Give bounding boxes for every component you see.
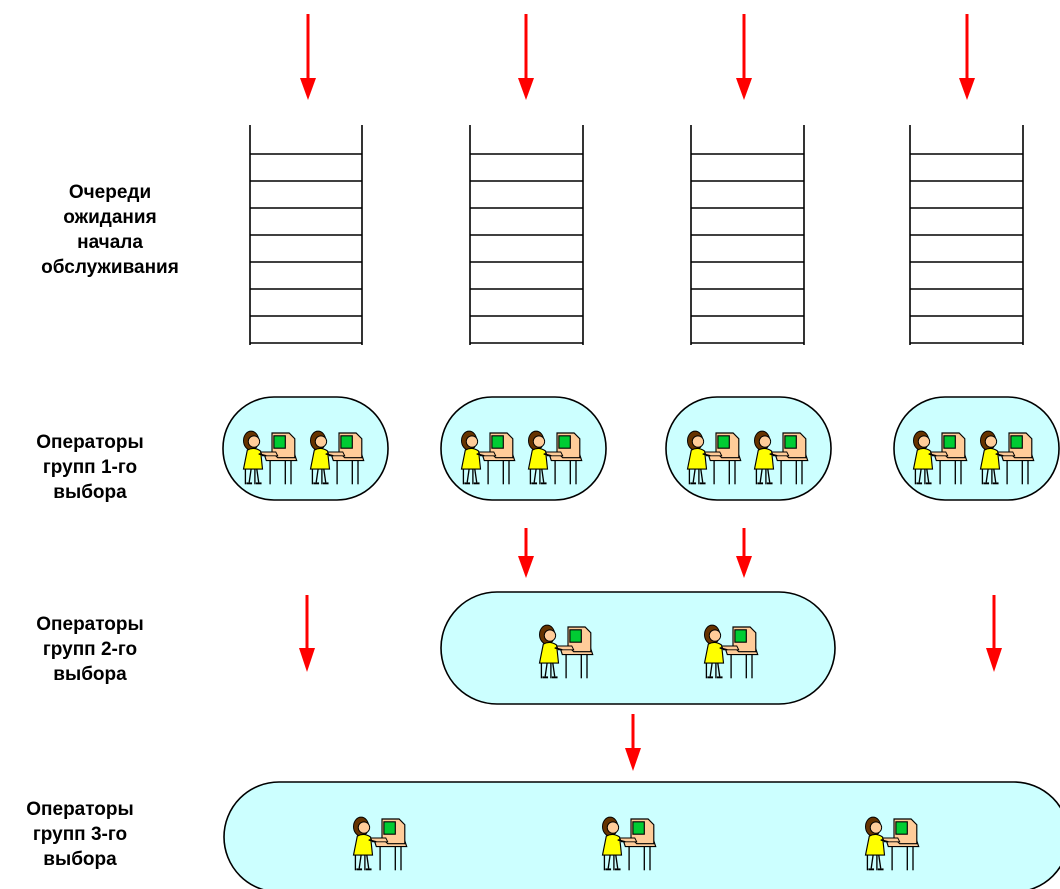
label-tier3: Операторы групп 3-го выбора — [0, 797, 160, 872]
waiting-queues — [249, 125, 1024, 345]
label-queues-line-4: обслуживания — [41, 257, 179, 278]
arrow-down-icon — [518, 14, 534, 100]
label-queues-line-3: начала — [77, 232, 143, 253]
arrow-down-icon — [625, 714, 641, 771]
label-queues-line-2: ожидания — [63, 207, 157, 228]
label-tier2-line-2: групп 2-го — [42, 639, 138, 660]
label-tier2: Операторы групп 2-го выбора — [0, 612, 180, 687]
label-tier3-line-1: Операторы — [26, 799, 134, 820]
label-tier3-line-3: выбора — [43, 849, 117, 870]
queue-2 — [469, 125, 584, 345]
label-queues-line-1: Очереди — [68, 182, 152, 203]
tier1-group-4 — [893, 396, 1060, 501]
label-tier2-line-1: Операторы — [36, 614, 144, 635]
arrow-down-icon — [736, 14, 752, 100]
arrow-down-icon — [518, 528, 534, 578]
label-tier1-line-2: групп 1-го — [42, 457, 138, 478]
label-tier1-line-1: Операторы — [36, 432, 144, 453]
tier2-group — [440, 591, 836, 705]
queue-4 — [909, 125, 1024, 345]
arrow-down-icon — [736, 528, 752, 578]
queue-3 — [690, 125, 805, 345]
input-arrows — [300, 14, 975, 100]
tier3-group — [223, 781, 1060, 889]
label-tier2-line-3: выбора — [53, 664, 127, 685]
arrow-down-icon — [300, 14, 316, 100]
label-tier3-line-2: групп 3-го — [32, 824, 128, 845]
tier1-group-2 — [440, 396, 607, 501]
tier1-group-3 — [665, 396, 832, 501]
label-tier1-line-3: выбора — [53, 482, 127, 503]
arrow-down-icon — [299, 595, 315, 672]
tier1-groups — [222, 396, 1060, 501]
tier1-group-1 — [222, 396, 389, 501]
arrow-down-icon — [986, 595, 1002, 672]
queue-1 — [249, 125, 363, 345]
label-queues: Очереди ожидания начала обслуживания — [10, 180, 210, 280]
arrow-down-icon — [959, 14, 975, 100]
label-tier1: Операторы групп 1-го выбора — [0, 430, 180, 505]
